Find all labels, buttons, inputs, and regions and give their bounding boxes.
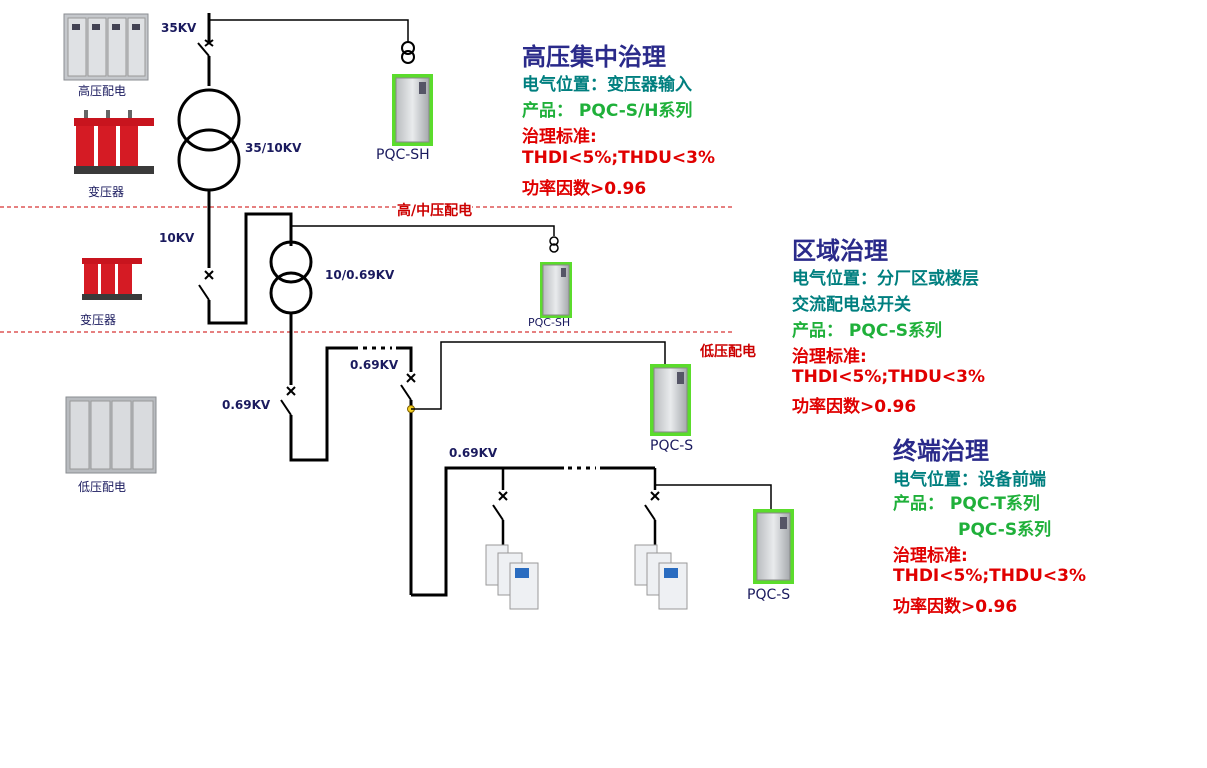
transformer-2-label: 变压器 (80, 313, 117, 327)
lv-switchgear-image (65, 396, 157, 474)
switch-069-left (280, 386, 296, 416)
lv-switchgear-label: 低压配电 (78, 480, 127, 494)
voltage-35kv-label: 35KV (161, 21, 197, 35)
hv-switchgear-label: 高压配电 (78, 84, 127, 98)
voltage-069-bus-label: 0.69KV (449, 446, 498, 460)
branch-pqc-sh-2 (291, 225, 555, 236)
branch-pqc-sh-1 (209, 19, 409, 42)
switch-10kv (198, 270, 214, 301)
high-section-standard: 治理标准: (522, 127, 597, 147)
voltage-069-left-label: 0.69KV (222, 398, 271, 412)
terminal-section-title: 终端治理 (893, 437, 989, 465)
inverter-group-2 (634, 544, 688, 610)
high-section-thd: THDI<5%;THDU<3% (522, 148, 716, 168)
high-section-product: 产品： PQC-S/H系列 (522, 101, 693, 121)
switch-feeder-1 (492, 491, 508, 521)
terminal-section-position: 电气位置：设备前端 (893, 470, 1046, 490)
feeder-to-bus (411, 466, 564, 597)
transformer-1-label: 变压器 (88, 185, 125, 199)
transformer-1-image (74, 110, 154, 174)
bus-069-b (396, 346, 413, 372)
area-section-product: 产品： PQC-S系列 (792, 321, 942, 341)
pqc-sh-1-label: PQC-SH (376, 147, 430, 163)
transformer-2-image (82, 258, 142, 300)
switch-feeder-2 (644, 491, 660, 521)
transformer-t1-symbol (177, 88, 241, 192)
terminal-section-product: 产品： PQC-T系列 (893, 494, 1040, 514)
pqc-sh-2-label: PQC-SH (528, 316, 571, 329)
zone-high-mid-label: 高/中压配电 (397, 200, 473, 220)
pqc-sh-2-transformer-icon (549, 236, 559, 253)
area-section-thd: THDI<5%;THDU<3% (792, 367, 986, 387)
transformer-t2-ratio-label: 10/0.69KV (325, 268, 395, 282)
zone-low-label: 低压配电 (700, 344, 756, 360)
transformer-t1-ratio-label: 35/10KV (245, 141, 302, 155)
area-section-position-2: 交流配电总开关 (792, 295, 911, 315)
high-section-title: 高压集中治理 (522, 43, 666, 71)
inverter-group-1 (485, 544, 539, 610)
area-section-pf: 功率因数>0.96 (792, 397, 917, 417)
transformer-t2-symbol (269, 240, 313, 315)
terminal-section-thd: THDI<5%;THDU<3% (893, 566, 1087, 586)
branch-pqc-s-1 (411, 341, 666, 410)
hv-switchgear-image (63, 13, 149, 81)
switch-35kv (197, 39, 214, 57)
area-section-standard: 治理标准: (792, 347, 867, 367)
bus-10kv (207, 212, 293, 325)
voltage-069-mid-label: 0.69KV (350, 358, 399, 372)
pqc-s-2-label: PQC-S (747, 587, 791, 603)
pqc-sh-1-transformer-icon (401, 41, 415, 64)
area-section-title: 区域治理 (792, 237, 888, 265)
branch-pqc-s-2 (655, 484, 772, 510)
switch-069-mid (400, 373, 416, 401)
pqc-sh-2-cabinet (540, 262, 572, 318)
high-section-position: 电气位置：变压器输入 (522, 75, 692, 95)
terminal-section-pf: 功率因数>0.96 (893, 597, 1018, 617)
pqc-s-1-cabinet (650, 364, 691, 436)
voltage-10kv-label: 10KV (159, 231, 195, 245)
bus-069-a (289, 346, 358, 462)
pqc-sh-1-cabinet (392, 74, 433, 146)
pqc-s-1-label: PQC-S (650, 438, 694, 454)
pqc-s-2-cabinet (753, 509, 794, 584)
high-section-pf: 功率因数>0.96 (522, 179, 647, 199)
terminal-section-product-2: PQC-S系列 (958, 520, 1052, 540)
area-section-position: 电气位置：分厂区或楼层 (792, 269, 979, 289)
terminal-section-standard: 治理标准: (893, 546, 968, 566)
